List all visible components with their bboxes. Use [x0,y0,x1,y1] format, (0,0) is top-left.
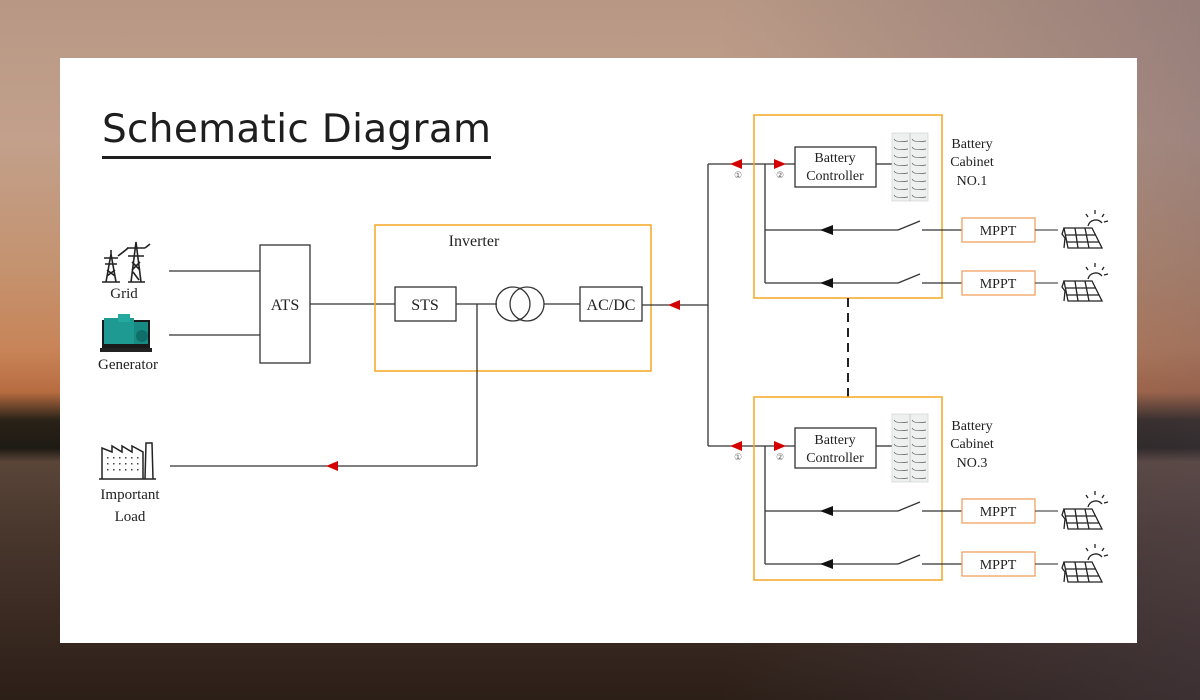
cabinet-frame [753,396,943,581]
flow-arrow-icon [326,461,338,471]
flow-arrow-icon [730,159,742,169]
marker-1: ① [734,452,742,462]
sts-label: STS [411,297,439,314]
solar-panel-icon [1061,263,1109,302]
cabinet-name-line3: NO.3 [957,456,988,471]
solar-panel-icon [1061,491,1109,530]
controller-label-line2: Controller [806,169,864,184]
sts-box [394,286,457,322]
solar-panel-icon [1061,544,1109,583]
battery-cabinet-1: ① ② Battery Controller Battery Cabinet N… [708,114,1058,299]
inverter-label: Inverter [449,233,500,250]
cabinet-name-line2: Cabinet [950,437,994,452]
switch-icon [897,273,921,284]
battery-controller-box [794,146,877,188]
inverter-frame [374,224,652,372]
flow-arrow-icon [774,441,786,451]
battery-cabinet-3: ① ② Battery Controller Battery Cabinet N… [708,396,1058,581]
mppt-box [961,270,1036,296]
load-label-line1: Important [100,487,160,503]
load-label-line2: Load [115,509,146,525]
solar-panel-icon [1061,210,1109,249]
battery-rack-icon [891,132,929,202]
flow-arrow-icon [668,300,680,310]
controller-label-line2: Controller [806,451,864,466]
generator-label: Generator [98,357,158,373]
battery-rack-icon [891,413,929,483]
mppt-label: MPPT [980,224,1017,239]
mppt-box [961,551,1036,577]
diagram-panel: Schematic Diagram [60,58,1137,643]
cabinet-name-line1: Battery [951,419,992,434]
marker-2: ② [776,170,784,180]
mppt-label: MPPT [980,505,1017,520]
generator-icon [100,314,152,352]
controller-label-line1: Battery [814,151,855,166]
switch-icon [897,501,921,512]
marker-2: ② [776,452,784,462]
cabinet-name-line1: Battery [951,137,992,152]
mppt-box [961,498,1036,524]
page-title: Schematic Diagram [102,108,492,159]
cabinet-name-line2: Cabinet [950,155,994,170]
acdc-label: AC/DC [587,297,636,314]
transformer-icon [495,286,545,322]
grid-label: Grid [110,286,138,302]
flow-arrow-icon [730,441,742,451]
cabinet-name-line3: NO.1 [957,174,988,189]
acdc-box [579,286,643,322]
controller-label-line1: Battery [814,433,855,448]
flow-arrow-icon [774,159,786,169]
mppt-label: MPPT [980,558,1017,573]
factory-icon [99,442,156,480]
battery-controller-box [794,427,877,469]
switch-icon [897,554,921,565]
ats-label: ATS [271,297,299,314]
marker-1: ① [734,170,742,180]
mppt-label: MPPT [980,277,1017,292]
grid-tower-icon [102,241,151,283]
factory-windows [107,457,139,471]
switch-icon [897,220,921,231]
